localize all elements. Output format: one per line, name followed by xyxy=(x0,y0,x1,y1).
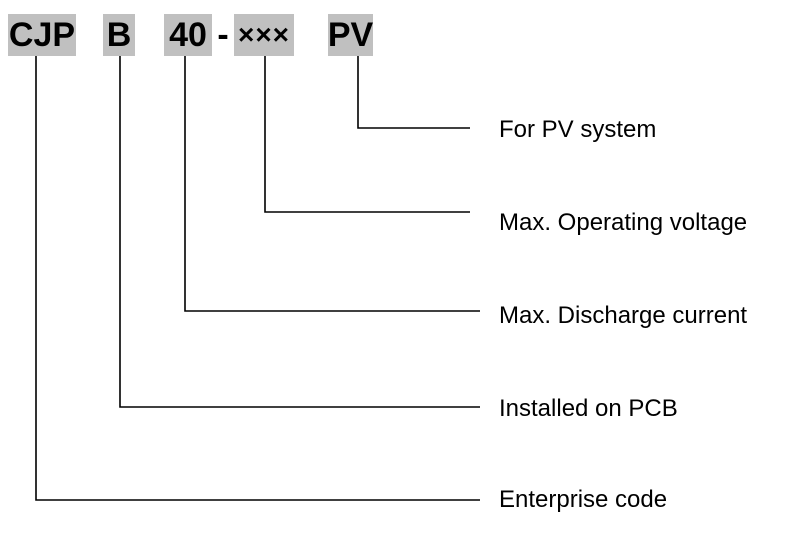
code-segment-current: 40 xyxy=(164,14,212,56)
code-separator: - xyxy=(217,16,229,54)
leader-line-voltage xyxy=(264,56,470,213)
code-segment-voltage: ××× xyxy=(234,14,294,56)
leader-line-current xyxy=(184,56,480,312)
code-segment-enterprise: CJP xyxy=(8,14,76,56)
description-system: For PV system xyxy=(499,116,657,143)
code-segment-system: PV xyxy=(327,14,374,56)
leader-line-mounting xyxy=(119,56,480,408)
description-voltage: Max. Operating voltage xyxy=(499,209,748,236)
leader-line-system xyxy=(357,56,470,129)
description-current: Max. Discharge current xyxy=(499,302,748,329)
leader-line-enterprise xyxy=(35,56,480,501)
description-enterprise: Enterprise code xyxy=(499,486,668,513)
code-segment-mounting: B xyxy=(103,14,135,56)
description-mounting: Installed on PCB xyxy=(499,395,678,422)
